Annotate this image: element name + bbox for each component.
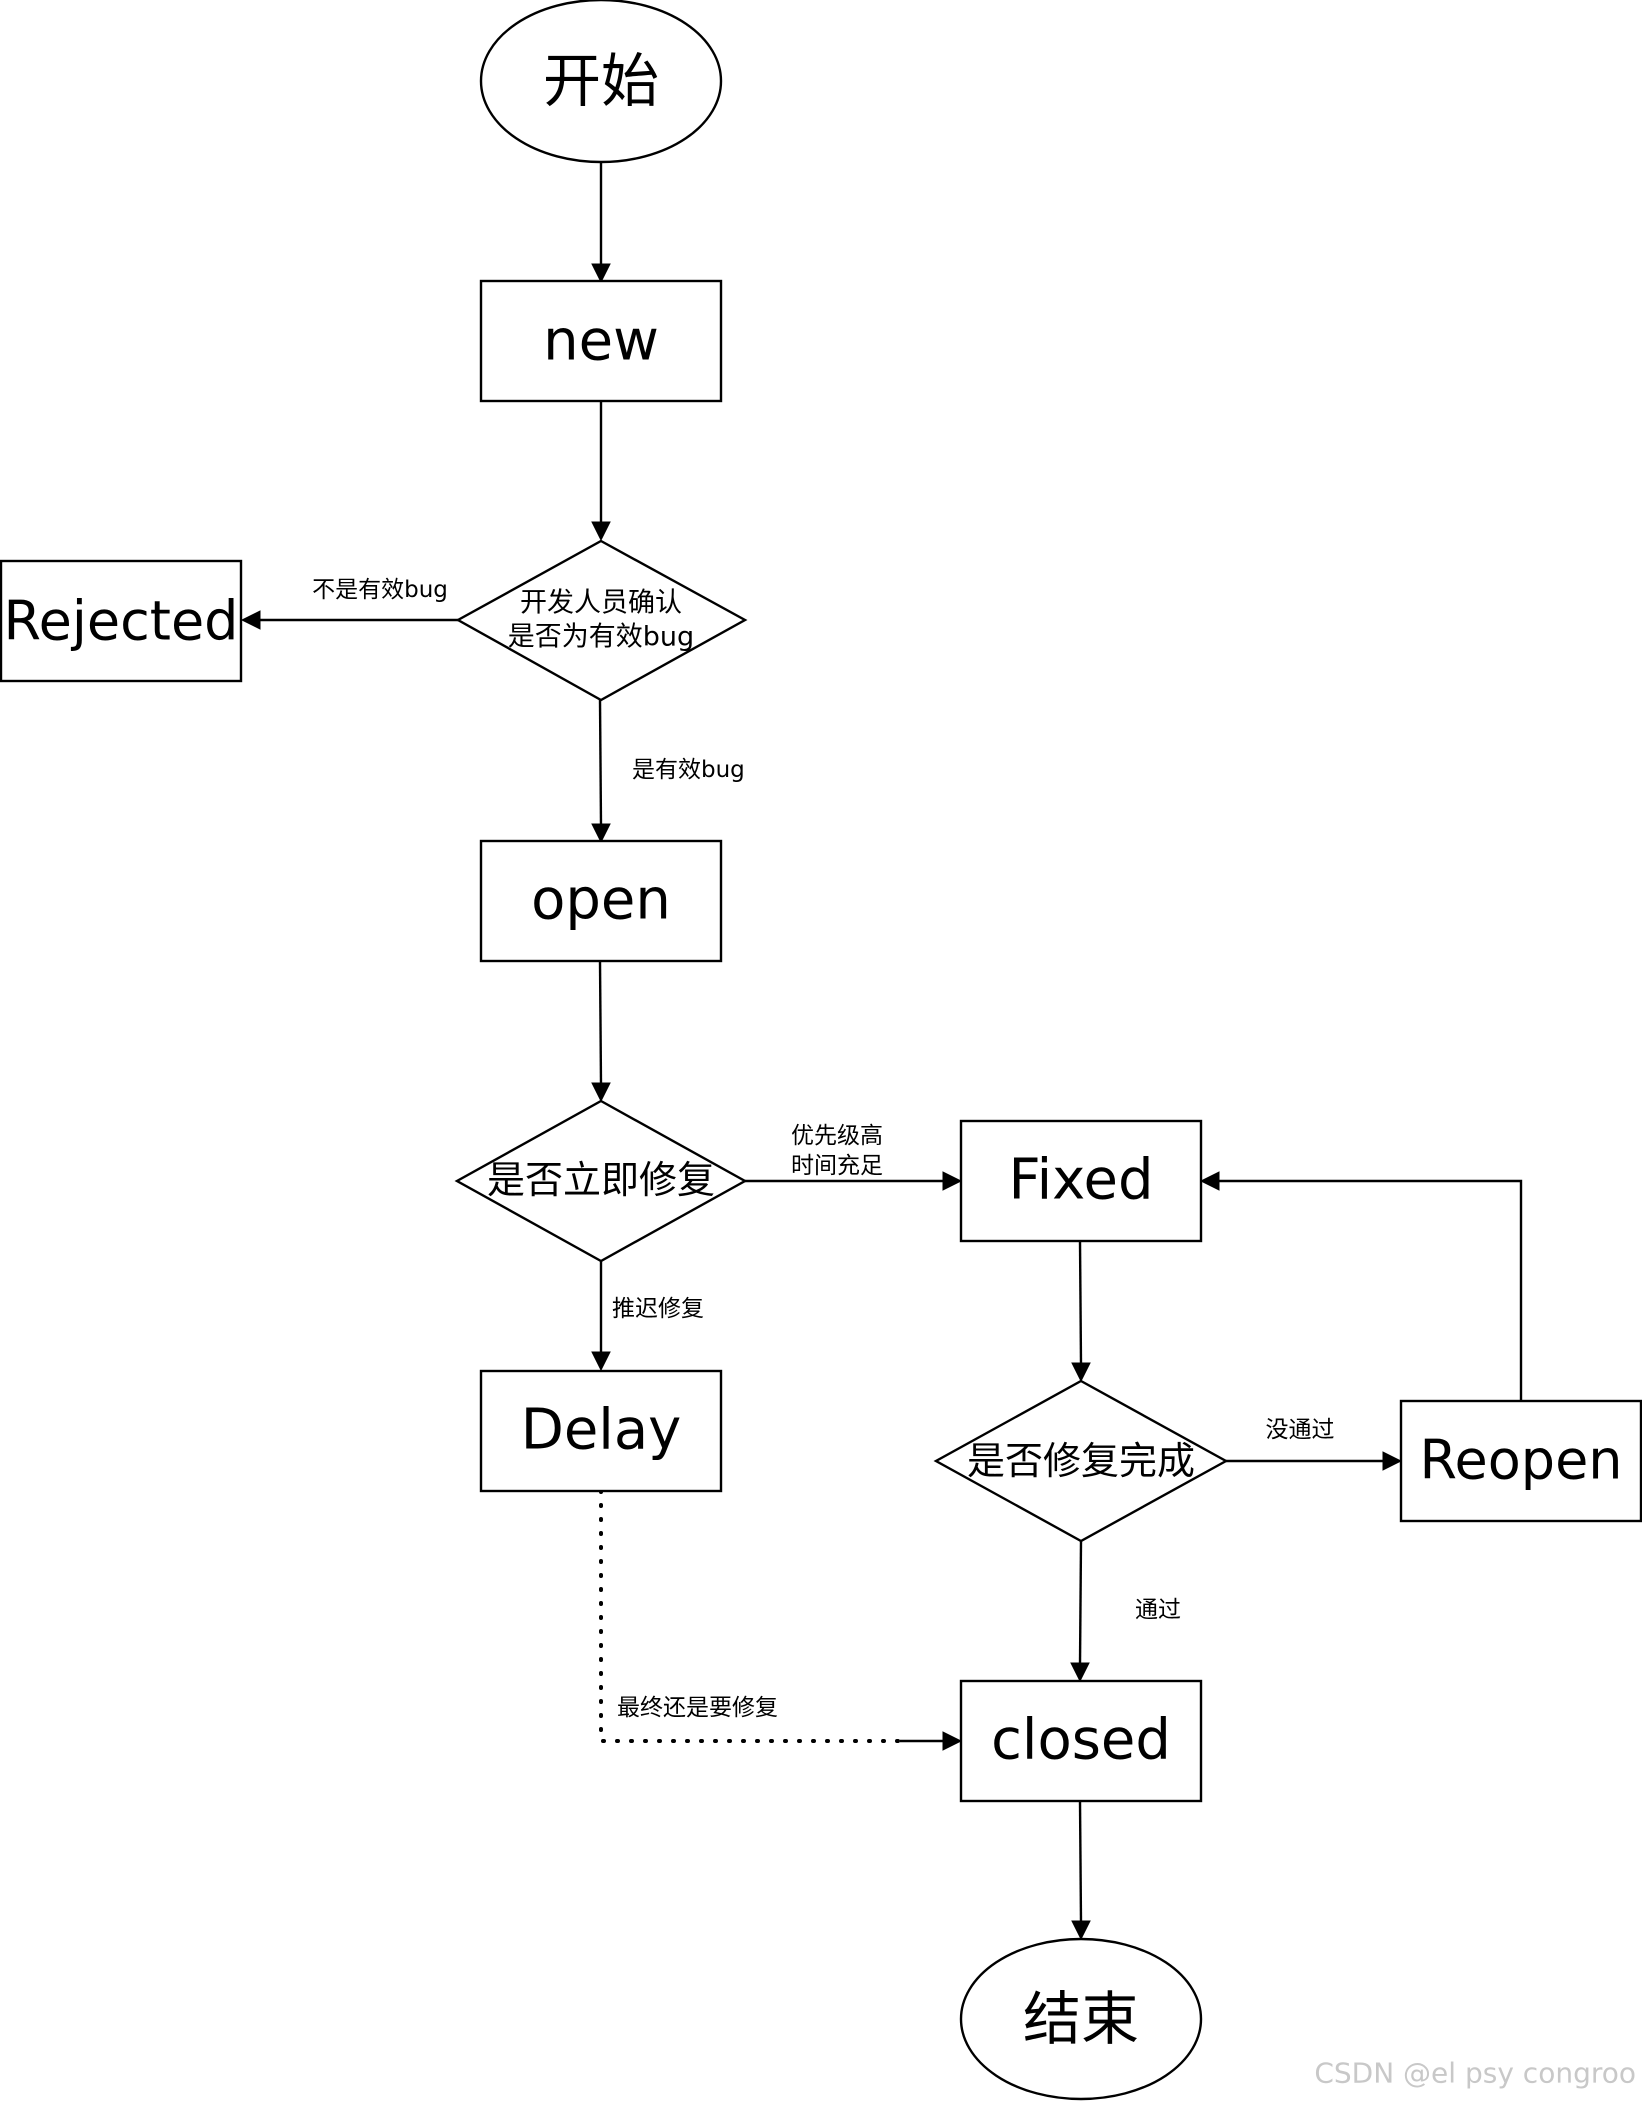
- edge-labels: 不是有效bug 是有效bug 优先级高 时间充足 推迟修复 没通过 通过 最终还…: [312, 577, 1334, 1721]
- edge-label-not-passed: 没通过: [1266, 1417, 1335, 1443]
- arrowhead-dev-confirm: [591, 521, 611, 542]
- fix-done-label: 是否修复完成: [967, 1439, 1195, 1483]
- arrowhead-rejected: [240, 610, 261, 630]
- edge-closed-to-end: [1078, 1800, 1083, 1924]
- start-label: 开始: [543, 47, 659, 115]
- rejected-node: [0, 559, 243, 683]
- reopen-label: Reopen: [1419, 1429, 1622, 1492]
- arrowhead-fix-done: [1071, 1362, 1091, 1383]
- reopen-node: [1399, 1399, 1642, 1523]
- open-label: open: [531, 868, 671, 933]
- edge-reopen-to-fixed: [1218, 1179, 1523, 1401]
- edge-label-not-valid: 不是有效bug: [312, 577, 448, 603]
- end-node: [959, 1937, 1203, 2101]
- watermark: CSDN @el psy congroo: [1314, 2057, 1636, 2090]
- arrowhead-reopen: [1382, 1451, 1403, 1471]
- closed-node: [959, 1679, 1203, 1803]
- arrowhead-new: [591, 263, 611, 284]
- fixed-node: [959, 1119, 1203, 1243]
- edge-label-eventually-fix: 最终还是要修复: [617, 1695, 778, 1721]
- fixed-label: Fixed: [1008, 1148, 1153, 1213]
- edge-open-to-fix-now: [598, 960, 603, 1086]
- arrowhead-fix-now: [591, 1082, 611, 1103]
- edge-dev-confirm-to-open: [598, 699, 603, 827]
- open-node: [479, 839, 723, 963]
- dev-confirm-decision: [455, 539, 748, 702]
- fix-now-label: 是否立即修复: [487, 1158, 715, 1202]
- new-node: [479, 279, 723, 403]
- edge-fix-done-to-closed: [1078, 1540, 1083, 1666]
- rejected-label: Rejected: [4, 590, 239, 653]
- closed-label: closed: [991, 1708, 1171, 1773]
- edge-label-high-priority-line1: 优先级高: [791, 1123, 883, 1149]
- delay-node: [479, 1369, 723, 1493]
- edge-fixed-to-fix-done: [1078, 1240, 1083, 1366]
- dev-confirm-label-line2: 是否为有效bug: [508, 622, 694, 653]
- fix-now-decision: [454, 1099, 748, 1263]
- dev-confirm-label-line1: 开发人员确认: [520, 588, 682, 619]
- edge-label-passed: 通过: [1135, 1597, 1181, 1623]
- edge-delay-to-closed: [599, 1489, 902, 1743]
- new-label: new: [543, 309, 659, 374]
- fix-done-decision: [933, 1379, 1229, 1543]
- edge-label-postpone: 推迟修复: [612, 1296, 704, 1322]
- edge-label-is-valid: 是有效bug: [632, 757, 745, 783]
- arrowhead-end: [1071, 1920, 1091, 1941]
- arrowhead-closed-dotted: [942, 1731, 963, 1751]
- delay-label: Delay: [521, 1398, 682, 1463]
- arrowhead-open: [591, 823, 611, 844]
- arrowhead-fixed-return: [1199, 1171, 1220, 1191]
- arrowhead-fixed: [942, 1171, 963, 1191]
- end-label: 结束: [1023, 1985, 1139, 2053]
- edges: [240, 162, 1523, 1941]
- edge-label-high-priority-line2: 时间充足: [791, 1153, 883, 1179]
- start-node: [479, 0, 723, 164]
- arrowhead-delay: [591, 1351, 611, 1372]
- arrowhead-closed: [1070, 1662, 1090, 1683]
